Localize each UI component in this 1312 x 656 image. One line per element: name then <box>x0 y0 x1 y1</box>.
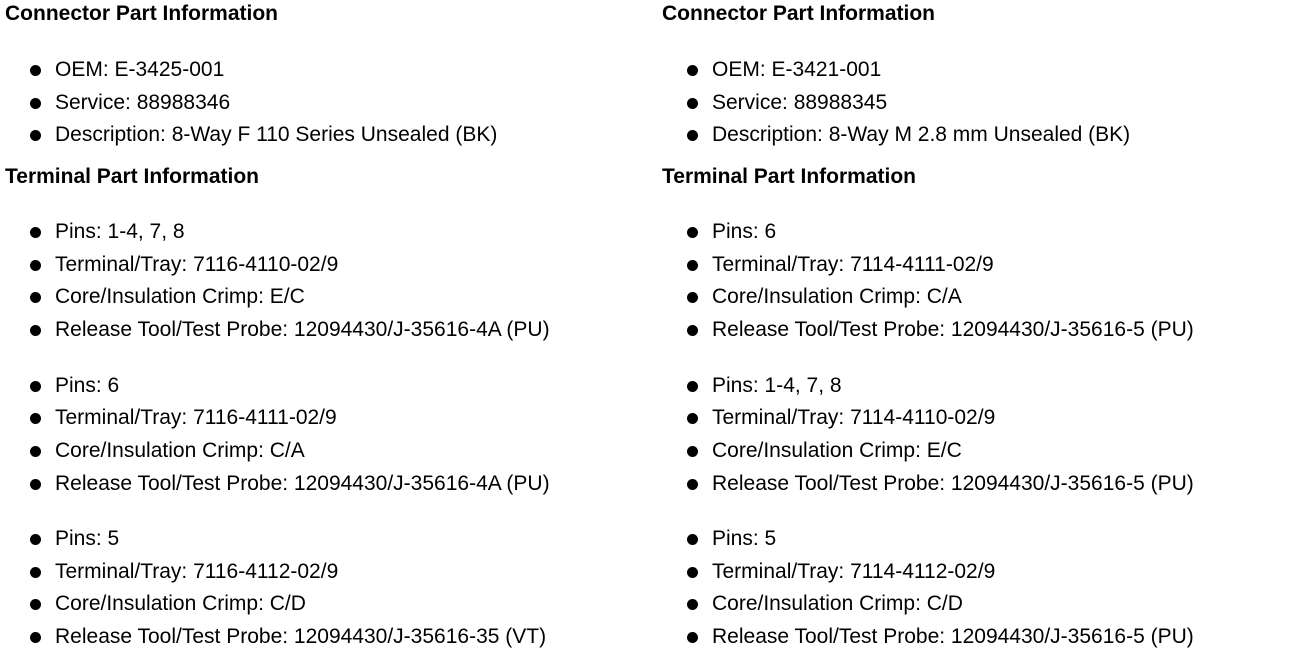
bullet-icon <box>30 413 41 425</box>
list-item-text: Core/Insulation Crimp: C/A <box>712 285 962 309</box>
bullet-icon <box>687 632 698 644</box>
list-item-text: OEM: E-3421-001 <box>712 58 882 81</box>
list-item-text: Service: 88988346 <box>55 90 231 114</box>
list-item-text: Terminal/Tray: 7116-4112-02/9 <box>55 559 339 583</box>
list-item-text: Description: 8-Way M 2.8 mm Unsealed (BK… <box>712 123 1131 147</box>
list-item-text: Release Tool/Test Probe: 12094430/J-3561… <box>55 625 547 649</box>
bullet-icon <box>30 632 41 644</box>
list-item-text: Service: 88988345 <box>712 90 888 114</box>
bullet-icon <box>30 325 41 337</box>
list-item-text: Core/Insulation Crimp: C/D <box>55 592 306 616</box>
bullet-icon <box>30 130 41 142</box>
bullet-icon <box>687 130 698 142</box>
bullet-icon <box>30 97 41 109</box>
list-item-text: Pins: 5 <box>55 527 120 550</box>
bullet-icon <box>30 599 41 611</box>
bullet-icon <box>687 534 698 545</box>
bullet-icon <box>687 97 698 109</box>
terminal-heading: Terminal Part Information <box>5 165 259 188</box>
bullet-icon <box>30 534 41 545</box>
bullet-icon <box>687 566 698 578</box>
list-item-text: Release Tool/Test Probe: 12094430/J-3561… <box>55 471 550 495</box>
list-item-text: Pins: 1-4, 7, 8 <box>55 220 185 243</box>
bullet-icon <box>687 65 698 76</box>
list-item-text: Release Tool/Test Probe: 12094430/J-3561… <box>712 471 1194 495</box>
list-item-text: Terminal/Tray: 7114-4112-02/9 <box>712 559 996 583</box>
list-item-text: Core/Insulation Crimp: C/D <box>712 592 963 616</box>
list-item-text: Release Tool/Test Probe: 12094430/J-3561… <box>55 318 550 342</box>
bullet-icon <box>30 445 41 457</box>
list-item-text: Core/Insulation Crimp: C/A <box>55 438 305 462</box>
list-item-text: Terminal/Tray: 7116-4110-02/9 <box>55 252 339 276</box>
bullet-icon <box>30 65 41 76</box>
bullet-icon <box>687 292 698 304</box>
bullet-icon <box>30 259 41 271</box>
terminal-heading: Terminal Part Information <box>662 165 916 188</box>
list-item-text: Terminal/Tray: 7116-4111-02/9 <box>55 406 337 430</box>
bullet-icon <box>687 413 698 425</box>
list-item-text: Release Tool/Test Probe: 12094430/J-3561… <box>712 318 1194 342</box>
list-item-text: Pins: 1-4, 7, 8 <box>712 373 842 397</box>
bullet-icon <box>687 227 698 238</box>
list-item-text: Terminal/Tray: 7114-4111-02/9 <box>712 252 994 276</box>
connector-heading: Connector Part Information <box>662 2 936 25</box>
list-item-text: Pins: 5 <box>712 527 777 550</box>
list-item-text: Pins: 6 <box>55 373 120 397</box>
bullet-icon <box>30 478 41 490</box>
bullet-icon <box>30 227 41 238</box>
list-item-text: Release Tool/Test Probe: 12094430/J-3561… <box>712 625 1194 649</box>
bullet-icon <box>687 325 698 337</box>
list-item-text: Core/Insulation Crimp: E/C <box>55 285 305 309</box>
bullet-icon <box>30 380 41 392</box>
connector-heading: Connector Part Information <box>5 2 279 25</box>
bullet-icon <box>687 259 698 271</box>
list-item-text: Description: 8-Way F 110 Series Unsealed… <box>55 123 498 147</box>
bullet-icon <box>30 292 41 304</box>
bullet-icon <box>687 478 698 490</box>
list-item-text: Terminal/Tray: 7114-4110-02/9 <box>712 406 996 430</box>
bullet-icon <box>687 445 698 457</box>
list-item-text: OEM: E-3425-001 <box>55 58 225 81</box>
bullet-icon <box>687 599 698 611</box>
bullet-icon <box>30 566 41 578</box>
list-item-text: Core/Insulation Crimp: E/C <box>712 438 962 462</box>
list-item-text: Pins: 6 <box>712 220 777 243</box>
bullet-icon <box>687 380 698 392</box>
